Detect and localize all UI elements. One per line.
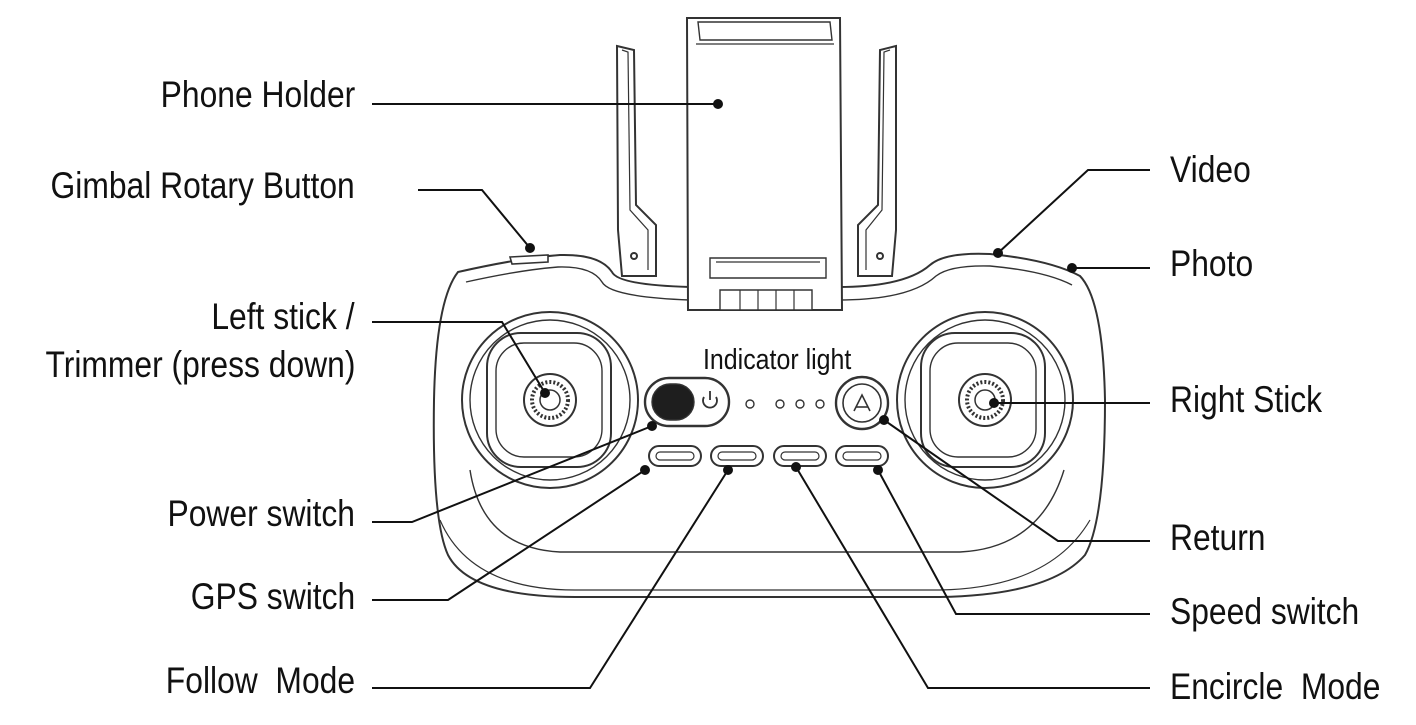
power-icon: [702, 391, 718, 409]
leader-gimbal: [418, 189, 531, 249]
speed-switch-button: [835, 445, 889, 467]
follow-mode-button: [710, 445, 764, 467]
phone-holder-right-arm: [857, 44, 897, 277]
leader-gps: [372, 469, 646, 601]
label-power-switch: Power switch: [167, 493, 355, 534]
label-indicator-light: Indicator light: [703, 344, 852, 376]
leader-video: [997, 169, 1150, 254]
label-phone-holder: Phone Holder: [160, 74, 355, 115]
leader-follow: [372, 469, 729, 689]
leader-speed: [877, 469, 1150, 615]
leader-return: [883, 419, 1150, 542]
encircle-mode-button: [773, 445, 827, 467]
leader-dots: [525, 99, 1077, 475]
leader-encircle: [795, 466, 1150, 689]
leader-power: [372, 425, 653, 523]
gps-switch-button: [648, 445, 702, 467]
label-follow-mode: Follow Mode: [165, 660, 355, 701]
phone-holder-clamp: [685, 17, 844, 311]
label-gimbal-rotary-button: Gimbal Rotary Button: [50, 165, 355, 206]
label-video: Video: [1170, 149, 1251, 190]
right-stick: [896, 311, 1074, 489]
label-gps-switch: GPS switch: [190, 576, 355, 617]
label-left-stick-line1: Left stick /: [211, 296, 355, 337]
label-speed-switch: Speed switch: [1170, 591, 1360, 632]
label-return: Return: [1170, 517, 1266, 558]
leader-lines: [372, 103, 1150, 689]
return-home-icon: [853, 393, 871, 412]
left-stick: [461, 311, 639, 489]
phone-holder-left-arm: [615, 44, 657, 277]
indicator-lights: [745, 399, 825, 409]
label-left-stick-line2: Trimmer (press down): [45, 344, 355, 385]
label-photo: Photo: [1170, 243, 1254, 284]
leader-left-stick: [372, 321, 546, 394]
function-buttons: [648, 445, 889, 467]
return-button: [834, 375, 890, 431]
label-encircle-mode: Encircle Mode: [1170, 666, 1381, 707]
label-right-stick: Right Stick: [1170, 379, 1323, 420]
power-switch: [643, 376, 731, 428]
